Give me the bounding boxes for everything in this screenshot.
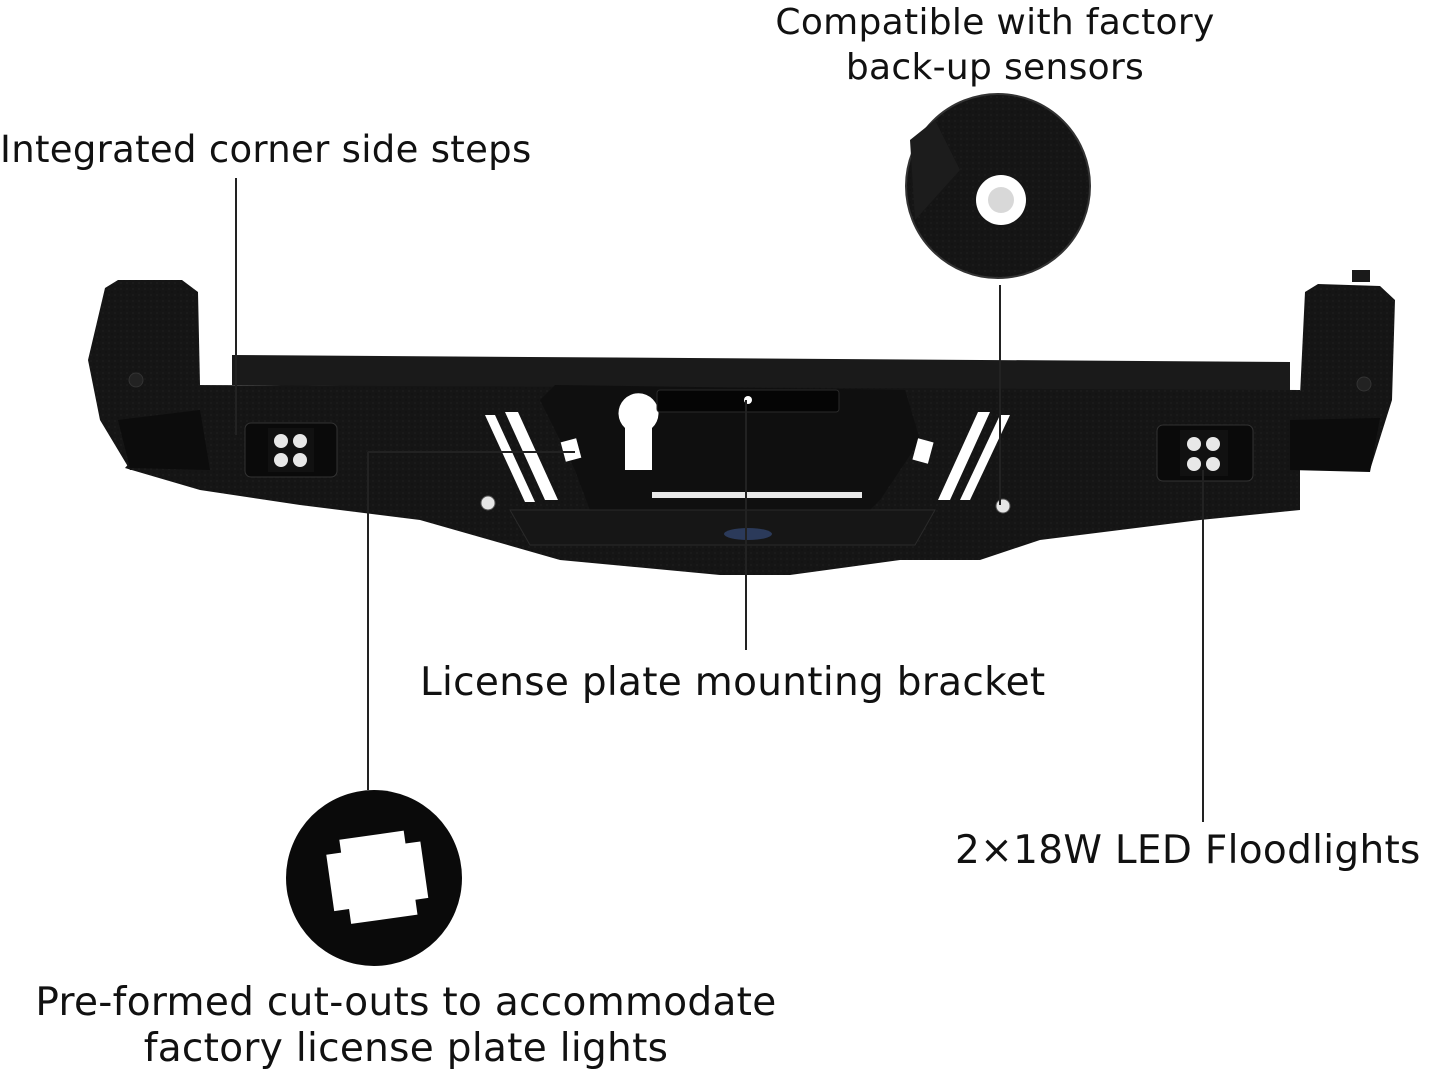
cutout-zoom-inset: [286, 790, 462, 966]
center-step-plate: [509, 509, 936, 546]
brand-badge: [724, 528, 772, 540]
license-bracket-callout: License plate mounting bracket: [420, 660, 1046, 705]
sensors-callout-line1: Compatible with factory: [775, 2, 1215, 43]
floodlights-callout: 2×18W LED Floodlights: [955, 828, 1421, 873]
cutouts-callout-line1: Pre-formed cut-outs to accommodate: [35, 980, 777, 1025]
sensors-callout: Compatible with factory back-up sensors: [760, 0, 1230, 90]
right-floodlight: [1156, 424, 1254, 482]
sensor-zoom-inset: [905, 93, 1091, 279]
cutouts-callout-line2: factory license plate lights: [143, 1026, 669, 1071]
side-steps-callout: Integrated corner side steps: [0, 128, 532, 171]
left-floodlight: [244, 422, 338, 478]
keyhole-cutout: [618, 393, 659, 470]
left-sensor-hole: [480, 495, 496, 511]
sensors-callout-line2: back-up sensors: [845, 47, 1145, 88]
bumper-top-plate: [232, 355, 1290, 395]
right-sensor-hole: [995, 498, 1011, 514]
cutouts-callout: Pre-formed cut-outs to accommodate facto…: [0, 980, 812, 1072]
